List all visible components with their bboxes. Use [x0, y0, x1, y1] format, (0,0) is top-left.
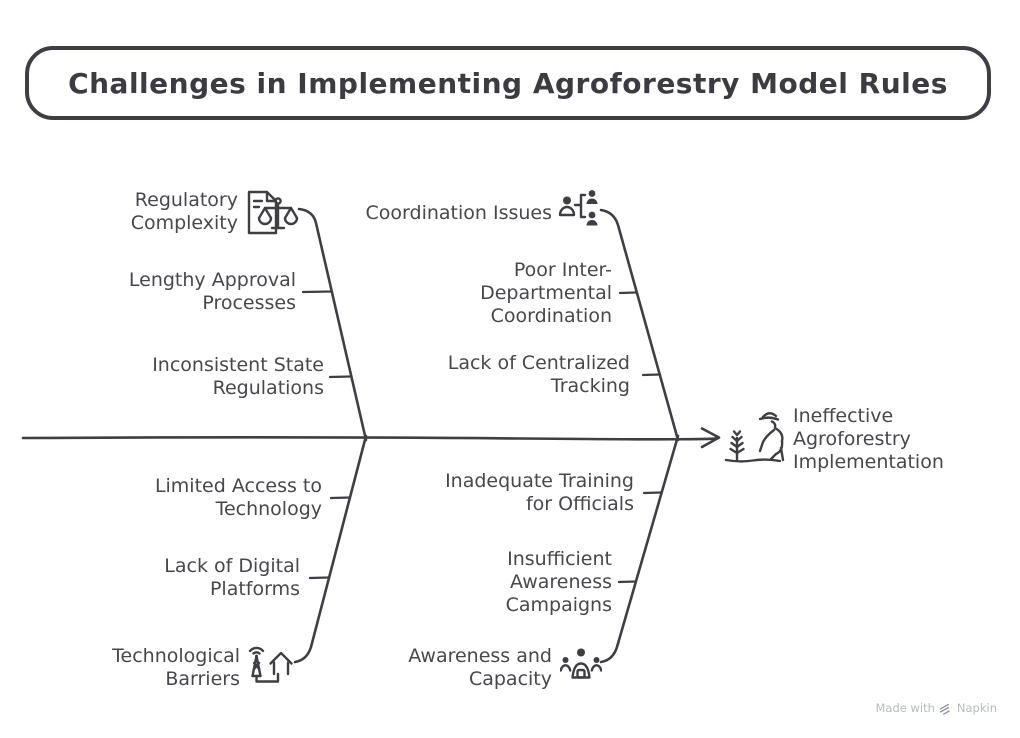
subcause-lengthy-approval: Lengthy Approval Processes	[128, 269, 296, 314]
tick-inconsistent-state	[328, 375, 353, 379]
tick-centralized-tracking	[641, 373, 662, 377]
cause-label-awareness-capacity: Awareness and Capacity	[408, 645, 552, 690]
farmer-planting-icon	[724, 412, 785, 463]
branch-bottom-left	[293, 434, 368, 664]
tick-awareness-campaigns	[617, 580, 638, 584]
subcause-inadequate-training: Inadequate Training for Officials	[445, 470, 634, 515]
cause-label-technological-barriers: Technological Barriers	[112, 645, 240, 690]
subcause-inconsistent-state: Inconsistent State Regulations	[152, 354, 324, 399]
subcause-limited-access: Limited Access to Technology	[154, 475, 322, 520]
branch-top-right	[599, 208, 680, 442]
watermark: Made with Napkin	[876, 701, 998, 715]
document-scales-icon	[247, 190, 299, 235]
watermark-text: Made with	[875, 701, 935, 715]
effect-label: Ineffective Agroforestry Implementation	[793, 405, 944, 473]
tick-digital-platforms	[308, 576, 331, 580]
cause-label-coordination-issues: Coordination Issues	[365, 202, 552, 224]
spine-line	[21, 436, 720, 441]
tick-lengthy-approval	[301, 290, 334, 294]
subcause-awareness-campaigns: Insufficient Awareness Campaigns	[505, 548, 612, 616]
napkin-logo-icon	[939, 703, 950, 715]
branch-bottom-right	[599, 434, 680, 664]
people-group-icon	[560, 648, 602, 679]
tick-inadequate-training	[642, 491, 663, 495]
title-box: Challenges in Implementing Agroforestry …	[25, 46, 991, 120]
subcause-centralized-tracking: Lack of Centralized Tracking	[447, 352, 630, 397]
arrow-head	[700, 427, 721, 449]
org-hierarchy-icon	[558, 190, 598, 226]
branch-top-left	[297, 207, 368, 442]
tick-limited-access	[329, 496, 352, 500]
subcause-digital-platforms: Lack of Digital Platforms	[164, 555, 300, 600]
watermark-brand: Napkin	[956, 701, 997, 715]
subcause-poor-coordination: Poor Inter- Departmental Coordination	[480, 259, 612, 327]
tick-poor-coordination	[618, 291, 639, 295]
cause-label-regulatory-complexity: Regulatory Complexity	[130, 189, 238, 234]
diagram-title: Challenges in Implementing Agroforestry …	[68, 66, 948, 100]
antenna-house-icon	[248, 646, 293, 683]
